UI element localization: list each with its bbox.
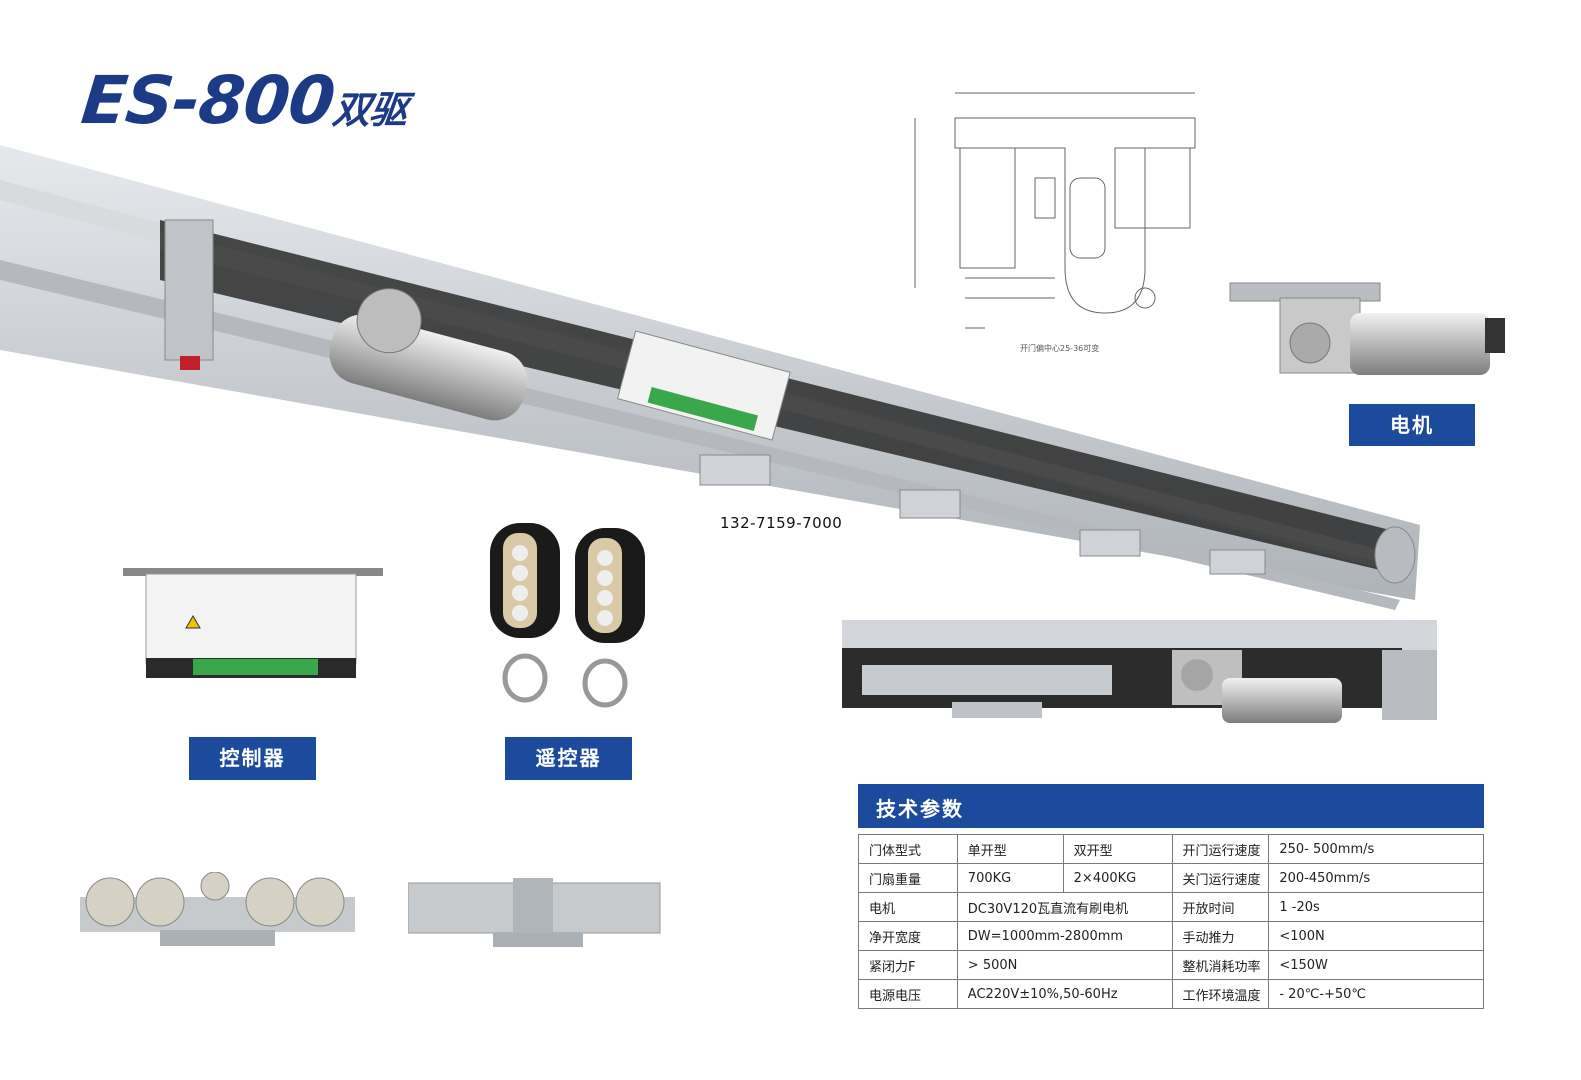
phone-number: 132-7159-7000 xyxy=(720,514,843,532)
door-operator-rail-image xyxy=(0,145,1420,610)
spec-cell: 开门运行速度 xyxy=(1171,834,1270,864)
remote-control-image xyxy=(490,523,645,708)
remote-label: 遥控器 xyxy=(505,737,632,780)
hanger-plate-image xyxy=(408,878,661,947)
spec-table: 门体型式 单开型 双开型 开门运行速度 250- 500mm/s 门扇重量 70… xyxy=(858,834,1484,1009)
motor-label: 电机 xyxy=(1349,404,1475,446)
spec-cell: 门扇重量 xyxy=(858,863,958,893)
product-model: ES-800 xyxy=(77,62,338,139)
spec-cell: 工作环境温度 xyxy=(1171,979,1270,1009)
spec-cell: AC220V±10%,50-60Hz xyxy=(956,979,1173,1009)
table-row: 门体型式 单开型 双开型 开门运行速度 250- 500mm/s xyxy=(858,834,1484,864)
spec-cell: 2×400KG xyxy=(1062,863,1173,893)
table-row: 电源电压 AC220V±10%,50-60Hz 工作环境温度 - 20℃-+50… xyxy=(858,979,1484,1009)
spec-cell: 电源电压 xyxy=(858,979,958,1009)
spec-cell: 手动推力 xyxy=(1171,921,1270,951)
spec-cell: 单开型 xyxy=(956,834,1064,864)
spec-cell: 紧闭力F xyxy=(858,950,958,980)
spec-cell: 电机 xyxy=(858,892,958,922)
motor-image xyxy=(1229,282,1505,375)
spec-cell: DC30V120瓦直流有刷电机 xyxy=(956,892,1173,922)
spec-cell: <100N xyxy=(1268,921,1484,951)
cross-section-drawing: 开门偏中心25-36可变 xyxy=(914,92,1196,353)
spec-cell: 门体型式 xyxy=(858,834,958,864)
spec-cell: > 500N xyxy=(956,950,1173,980)
spec-cell: - 20℃-+50℃ xyxy=(1268,979,1484,1009)
spec-cell: 700KG xyxy=(956,863,1064,893)
table-row: 电机 DC30V120瓦直流有刷电机 开放时间 1 -20s xyxy=(858,892,1484,922)
roller-carrier-image xyxy=(80,872,355,946)
spec-cell: 双开型 xyxy=(1062,834,1173,864)
table-row: 紧闭力F > 500N 整机消耗功率 <150W xyxy=(858,950,1484,980)
spec-cell: 开放时间 xyxy=(1171,892,1270,922)
spec-cell: 关门运行速度 xyxy=(1171,863,1270,893)
spec-cell: 整机消耗功率 xyxy=(1171,950,1270,980)
spec-cell: 200-450mm/s xyxy=(1268,863,1484,893)
spec-cell: <150W xyxy=(1268,950,1484,980)
spec-header-title: 技术参数 xyxy=(876,797,964,821)
controller-image xyxy=(123,568,383,678)
product-model-suffix: 双驱 xyxy=(330,88,410,132)
spec-cell: 净开宽度 xyxy=(858,921,958,951)
table-row: 门扇重量 700KG 2×400KG 关门运行速度 200-450mm/s xyxy=(858,863,1484,893)
controller-label: 控制器 xyxy=(189,737,316,780)
product-title: ES-800双驱 xyxy=(78,62,412,139)
spec-cell: 1 -20s xyxy=(1268,892,1484,922)
rail-closeup-image xyxy=(842,620,1437,723)
spec-cell: 250- 500mm/s xyxy=(1268,834,1484,864)
table-row: 净开宽度 DW=1000mm-2800mm 手动推力 <100N xyxy=(858,921,1484,951)
spec-cell: DW=1000mm-2800mm xyxy=(956,921,1173,951)
spec-header: 技术参数 xyxy=(858,784,1484,828)
drawing-note: 开门偏中心25-36可变 xyxy=(1020,343,1099,353)
